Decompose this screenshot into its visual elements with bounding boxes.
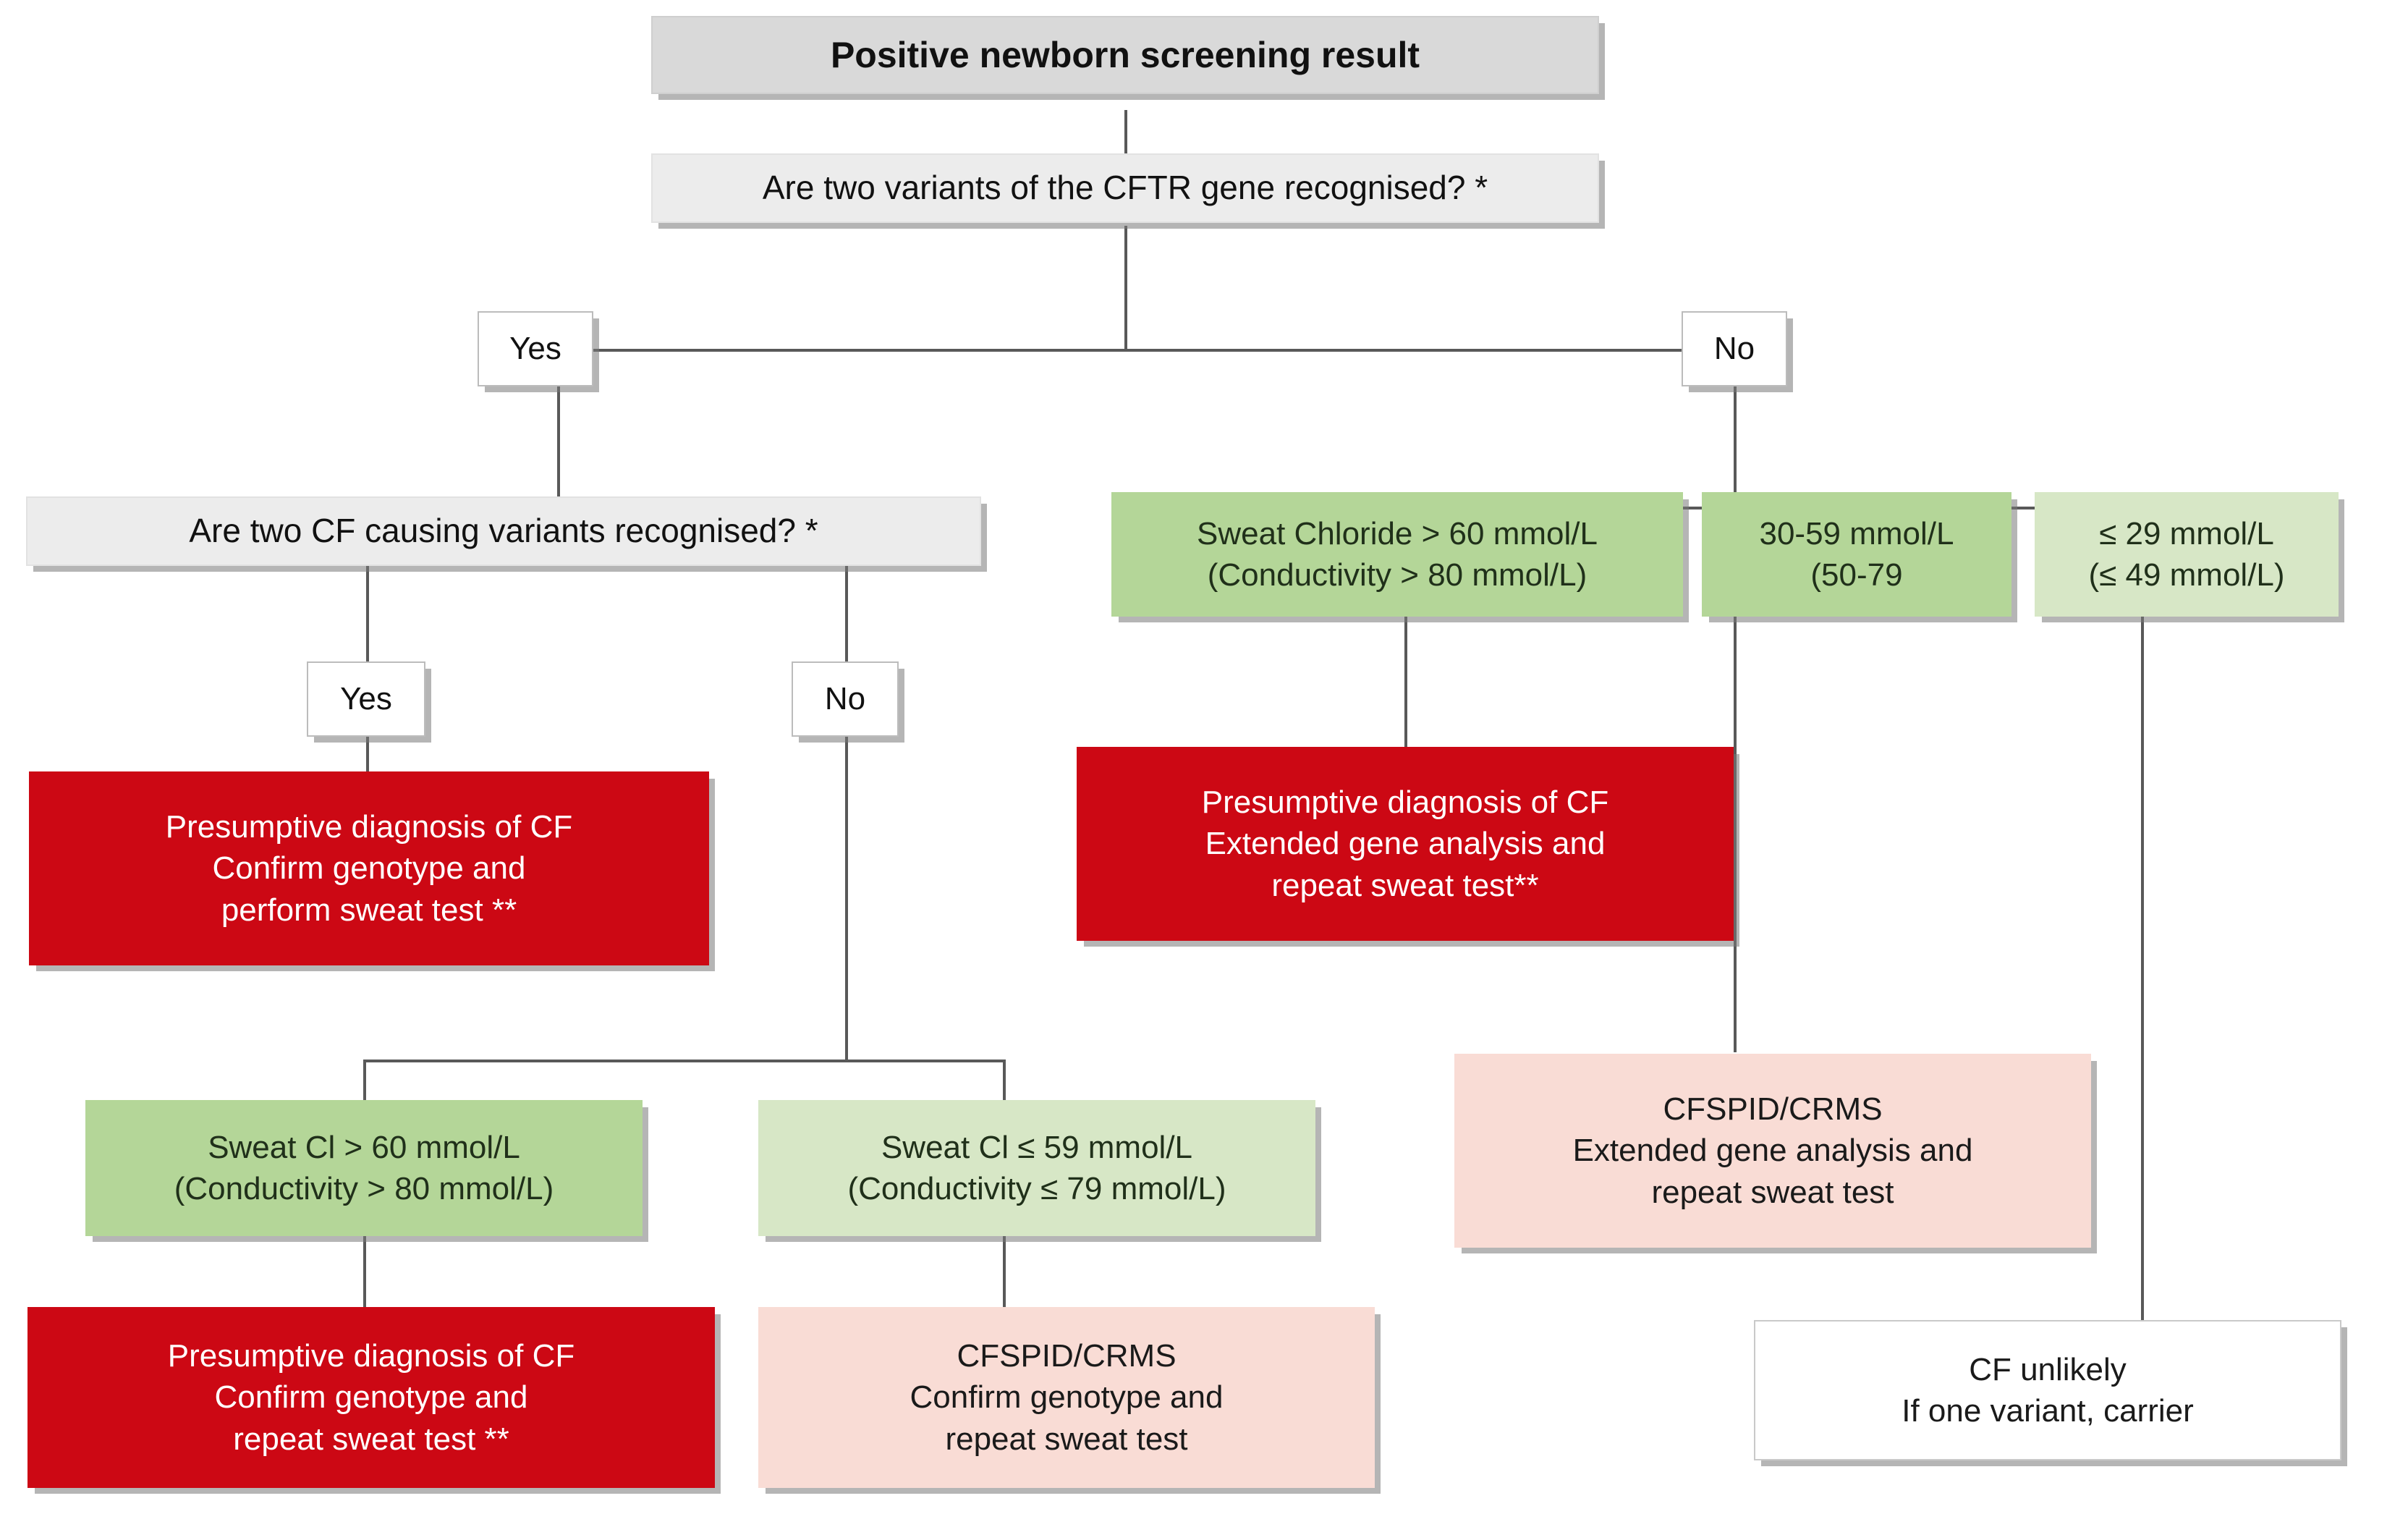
node-decision-no-mid[interactable]: No	[792, 661, 899, 737]
node-decision-yes-top-label: Yes	[509, 331, 561, 367]
node-sweat-cl-high-left-line1: Sweat Cl > 60 mmol/L	[208, 1129, 520, 1165]
connector-green-right-to-pink	[1003, 1236, 1006, 1308]
connector-bottom-split-bar	[363, 1060, 1006, 1062]
node-sweat-cl-low-left-line2: (Conductivity ≤ 79 mmol/L)	[847, 1171, 1226, 1206]
node-decision-yes-mid-label: Yes	[340, 681, 392, 717]
node-cfspid-extended-gene-line2: Extended gene analysis and	[1572, 1133, 1973, 1169]
node-presumptive-extended-gene-line3: repeat sweat test**	[1271, 867, 1539, 903]
node-sweat-chloride-high-right-line2: (Conductivity > 80 mmol/L)	[1207, 557, 1587, 593]
node-cfspid-extended-gene-line1: CFSPID/CRMS	[1663, 1091, 1883, 1128]
node-question-cftr[interactable]: Are two variants of the CFTR gene recogn…	[651, 153, 1599, 223]
node-sweat-chloride-mid-right-line1: 30-59 mmol/L	[1759, 515, 1954, 551]
connector-question-down	[1124, 226, 1127, 350]
node-sweat-chloride-low-right-line1: ≤ 29 mmol/L	[2099, 515, 2274, 551]
connector-sweat-low-right-down	[2141, 617, 2144, 1320]
node-cfspid-confirm-genotype-line3: repeat sweat test	[945, 1421, 1188, 1457]
node-presumptive-extended-gene-line1: Presumptive diagnosis of CF	[1201, 785, 1609, 821]
connector-start-to-question	[1124, 110, 1127, 155]
node-sweat-chloride-mid-right-line2: (50-79	[1810, 557, 1903, 593]
connector-bottom-right-branch	[1003, 1060, 1006, 1100]
connector-no-mid-down	[845, 737, 848, 1061]
node-presumptive-repeat-sweat-line2: Confirm genotype and	[214, 1379, 528, 1416]
node-presumptive-perform-sweat-line3: perform sweat test **	[221, 892, 517, 928]
node-presumptive-repeat-sweat[interactable]: Presumptive diagnosis of CF Confirm geno…	[27, 1307, 715, 1488]
connector-sweat-mid-right-down	[1734, 617, 1737, 1052]
connector-green-left-to-red	[363, 1236, 366, 1308]
node-question-cf-causing[interactable]: Are two CF causing variants recognised? …	[26, 496, 981, 566]
node-cfspid-extended-gene-line3: repeat sweat test	[1651, 1174, 1894, 1210]
node-presumptive-repeat-sweat-line1: Presumptive diagnosis of CF	[167, 1338, 575, 1374]
connector-q2-to-no-mid	[845, 566, 848, 663]
connector-yes-mid-down	[366, 737, 369, 773]
node-presumptive-perform-sweat-line2: Confirm genotype and	[212, 850, 526, 887]
node-cfspid-confirm-genotype-line1: CFSPID/CRMS	[957, 1338, 1177, 1374]
connector-bottom-left-branch	[363, 1060, 366, 1100]
connector-q2-to-yes-mid	[366, 566, 369, 663]
node-decision-no-mid-label: No	[824, 681, 866, 717]
node-cfspid-confirm-genotype[interactable]: CFSPID/CRMS Confirm genotype and repeat …	[758, 1307, 1375, 1488]
node-decision-yes-top[interactable]: Yes	[478, 311, 593, 386]
node-cf-unlikely-line2: If one variant, carrier	[1902, 1393, 2194, 1429]
node-presumptive-perform-sweat[interactable]: Presumptive diagnosis of CF Confirm geno…	[29, 771, 709, 965]
connector-sweat-high-right-down	[1404, 617, 1407, 748]
node-sweat-chloride-high-right-line1: Sweat Chloride > 60 mmol/L	[1197, 515, 1598, 551]
node-question-cftr-label: Are two variants of the CFTR gene recogn…	[762, 169, 1488, 207]
node-cf-unlikely-line1: CF unlikely	[1969, 1351, 2127, 1387]
connector-yes-top-down	[557, 386, 560, 512]
node-sweat-cl-low-left-line1: Sweat Cl ≤ 59 mmol/L	[881, 1129, 1193, 1165]
node-presumptive-extended-gene[interactable]: Presumptive diagnosis of CF Extended gen…	[1077, 747, 1734, 941]
node-sweat-chloride-high-right[interactable]: Sweat Chloride > 60 mmol/L (Conductivity…	[1111, 492, 1683, 617]
node-cfspid-confirm-genotype-line2: Confirm genotype and	[910, 1379, 1224, 1416]
node-decision-no-top-label: No	[1713, 331, 1755, 367]
node-cf-unlikely[interactable]: CF unlikely If one variant, carrier	[1754, 1320, 2341, 1460]
node-sweat-cl-high-left[interactable]: Sweat Cl > 60 mmol/L (Conductivity > 80 …	[85, 1100, 643, 1236]
node-cfspid-extended-gene[interactable]: CFSPID/CRMS Extended gene analysis and r…	[1454, 1054, 2091, 1248]
node-presumptive-repeat-sweat-line3: repeat sweat test **	[233, 1421, 509, 1457]
node-presumptive-perform-sweat-line1: Presumptive diagnosis of CF	[165, 809, 573, 845]
node-sweat-chloride-low-right-line2: (≤ 49 mmol/L)	[2088, 557, 2285, 593]
node-sweat-cl-low-left[interactable]: Sweat Cl ≤ 59 mmol/L (Conductivity ≤ 79 …	[758, 1100, 1315, 1236]
node-sweat-chloride-low-right[interactable]: ≤ 29 mmol/L (≤ 49 mmol/L)	[2035, 492, 2339, 617]
node-sweat-chloride-mid-right[interactable]: 30-59 mmol/L (50-79	[1702, 492, 2011, 617]
node-question-cf-causing-label: Are two CF causing variants recognised? …	[189, 512, 818, 550]
node-decision-yes-mid[interactable]: Yes	[307, 661, 425, 737]
connector-split-yesno	[557, 349, 1732, 352]
node-start-label: Positive newborn screening result	[830, 34, 1420, 75]
node-presumptive-extended-gene-line2: Extended gene analysis and	[1205, 826, 1606, 862]
node-sweat-cl-high-left-line2: (Conductivity > 80 mmol/L)	[174, 1171, 554, 1206]
node-start[interactable]: Positive newborn screening result	[651, 16, 1599, 94]
connector-no-top-down	[1734, 386, 1737, 508]
node-decision-no-top[interactable]: No	[1682, 311, 1787, 386]
